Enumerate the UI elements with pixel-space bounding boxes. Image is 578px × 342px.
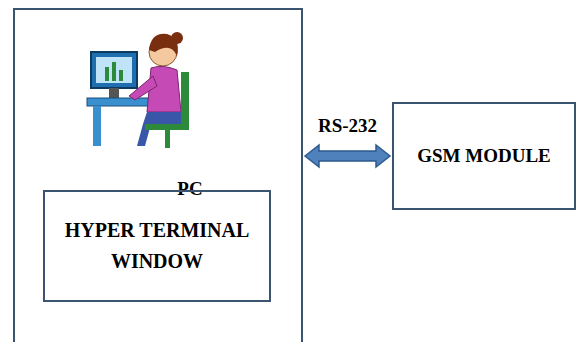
desk-leg	[93, 106, 101, 146]
bar	[112, 62, 116, 81]
pc-box: PC HYPER TERMINAL WINDOW	[13, 8, 303, 342]
chair-seat	[145, 124, 189, 130]
stand	[109, 88, 119, 98]
chair-back	[181, 72, 189, 124]
desk	[87, 98, 157, 106]
hair-bun	[171, 32, 183, 44]
bar	[105, 67, 109, 81]
user-at-computer-icon	[85, 12, 195, 152]
chair-leg	[165, 130, 170, 148]
screen	[96, 57, 132, 83]
double-arrow	[305, 145, 390, 167]
edge-label: RS-232	[318, 115, 377, 137]
module-box: GSM MODULE	[392, 102, 576, 210]
node-text: PC	[135, 178, 245, 200]
node-text: HYPER TERMINAL WINDOW	[45, 215, 269, 277]
arm	[129, 76, 157, 100]
monitor	[91, 52, 137, 88]
window-box: HYPER TERMINAL WINDOW	[43, 190, 271, 302]
node-text: GSM MODULE	[394, 144, 574, 169]
lap	[143, 112, 181, 124]
bar	[119, 70, 123, 81]
